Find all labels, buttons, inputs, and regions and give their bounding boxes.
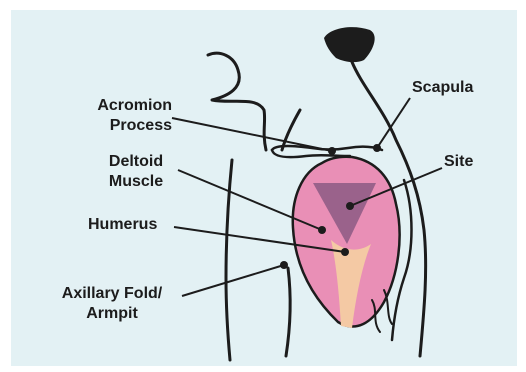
scapula-leader-line xyxy=(377,98,410,148)
label-humerus: Humerus xyxy=(88,215,157,235)
deltoid-dot xyxy=(318,226,326,234)
humerus-dot xyxy=(341,248,349,256)
acromion-leader-line xyxy=(172,118,332,151)
site-dot xyxy=(346,202,354,210)
armpit-line xyxy=(286,268,290,356)
label-scapula: Scapula xyxy=(412,78,473,98)
scapula-dot xyxy=(373,144,381,152)
label-axillary-fold-armpit: Axillary Fold/ Armpit xyxy=(38,284,186,324)
clavicle-lower-line xyxy=(272,150,350,157)
label-deltoid-muscle: Deltoid Muscle xyxy=(92,152,180,192)
hair-shape xyxy=(324,27,375,62)
axillary-leader-line xyxy=(182,265,284,296)
label-acromion-process: Acromion Process xyxy=(60,96,172,136)
acromion-dot xyxy=(328,147,336,155)
axillary-dot xyxy=(280,261,288,269)
label-site: Site xyxy=(444,152,473,172)
